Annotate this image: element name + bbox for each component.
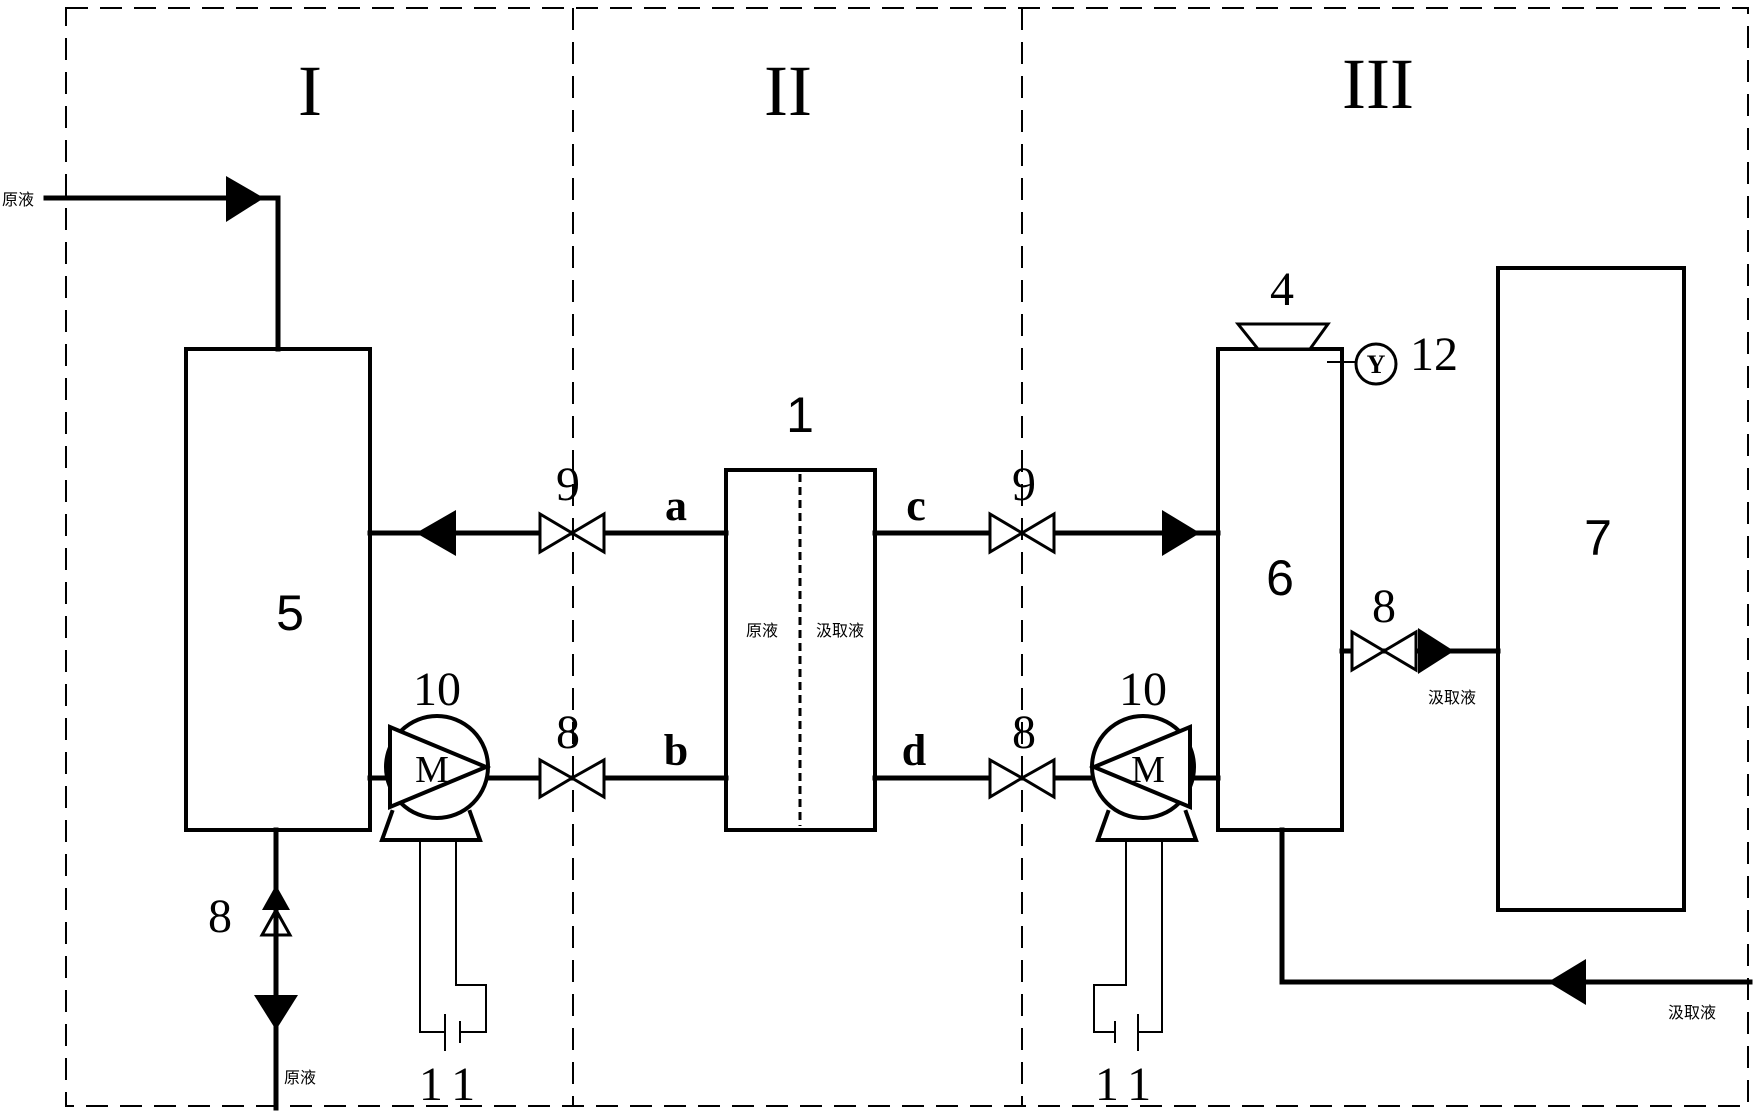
draw-line-c xyxy=(872,510,1221,556)
draw-reservoir xyxy=(1496,266,1686,912)
arrow-down-icon xyxy=(254,995,298,1030)
outer-boundary xyxy=(65,7,1749,1107)
draw-inlet-line xyxy=(1279,827,1753,1005)
zone-label-3: III xyxy=(1342,44,1414,124)
gauge-icon xyxy=(1354,342,1398,386)
valve-b-label: 8 xyxy=(556,706,580,759)
draw-line-d xyxy=(872,757,1221,800)
membrane-label: 1 xyxy=(786,387,814,443)
arrow-right-icon xyxy=(1418,628,1454,674)
port-b-label: b xyxy=(664,726,688,775)
arrow-left-icon xyxy=(1548,959,1586,1005)
gauge-label: 12 xyxy=(1410,328,1458,381)
feed-pump xyxy=(379,714,492,1051)
pump-icon xyxy=(1088,724,1192,810)
zone-label-1: I xyxy=(298,51,322,131)
port-a-label: a xyxy=(665,481,687,530)
pump-right-label: 10 xyxy=(1119,663,1167,716)
valve-icon xyxy=(988,757,1025,800)
valve-d-label: 8 xyxy=(1012,706,1036,759)
power-right-label: 11 xyxy=(1095,1058,1161,1111)
hopper-label: 4 xyxy=(1270,263,1294,316)
feed-tank-label: 5 xyxy=(276,585,304,641)
port-c-label: c xyxy=(906,481,926,530)
reservoir-line-text: 汲取液 xyxy=(1428,688,1476,707)
pump-left-label: 10 xyxy=(413,663,461,716)
port-d-label: d xyxy=(902,726,926,775)
feed-inlet-line xyxy=(43,176,281,352)
draw-inlet-text: 汲取液 xyxy=(1668,1003,1716,1022)
needle-valve-icon xyxy=(988,511,1025,555)
needle-valve-c-label: 9 xyxy=(1012,458,1036,511)
arrow-right-icon xyxy=(226,176,264,222)
bottom-valve-label: 8 xyxy=(208,890,232,943)
membrane-module xyxy=(724,468,877,832)
zone-label-2: II xyxy=(764,51,812,131)
arrow-left-icon xyxy=(416,510,456,556)
supply-line-b xyxy=(367,757,729,800)
reservoir-valve-label: 8 xyxy=(1372,580,1396,633)
pump-icon xyxy=(388,724,492,810)
motor-symbol-right: M xyxy=(1131,749,1165,791)
feed-inlet-text: 原液 xyxy=(2,190,34,209)
valve-icon xyxy=(538,757,575,800)
membrane-draw-side: 汲取液 xyxy=(816,621,864,640)
gauge-symbol: Y xyxy=(1367,350,1386,379)
draw-pump xyxy=(1088,714,1199,1051)
motor-symbol-left: M xyxy=(415,749,449,791)
needle-valve-a-label: 9 xyxy=(556,458,580,511)
arrow-right-icon xyxy=(1162,510,1200,556)
feed-outlet-line xyxy=(254,827,298,1111)
needle-valve-icon xyxy=(538,511,575,555)
return-line-a xyxy=(367,510,729,556)
membrane-feed-side: 原液 xyxy=(746,621,778,640)
valve-icon xyxy=(1350,629,1387,673)
reservoir-line xyxy=(1339,628,1501,674)
power-left-label: 11 xyxy=(419,1058,485,1111)
feed-outlet-text: 原液 xyxy=(284,1068,316,1087)
valve-icon xyxy=(262,885,290,910)
draw-tank-label: 6 xyxy=(1266,550,1294,606)
hopper xyxy=(1234,322,1331,351)
draw-reservoir-label: 7 xyxy=(1584,510,1612,566)
